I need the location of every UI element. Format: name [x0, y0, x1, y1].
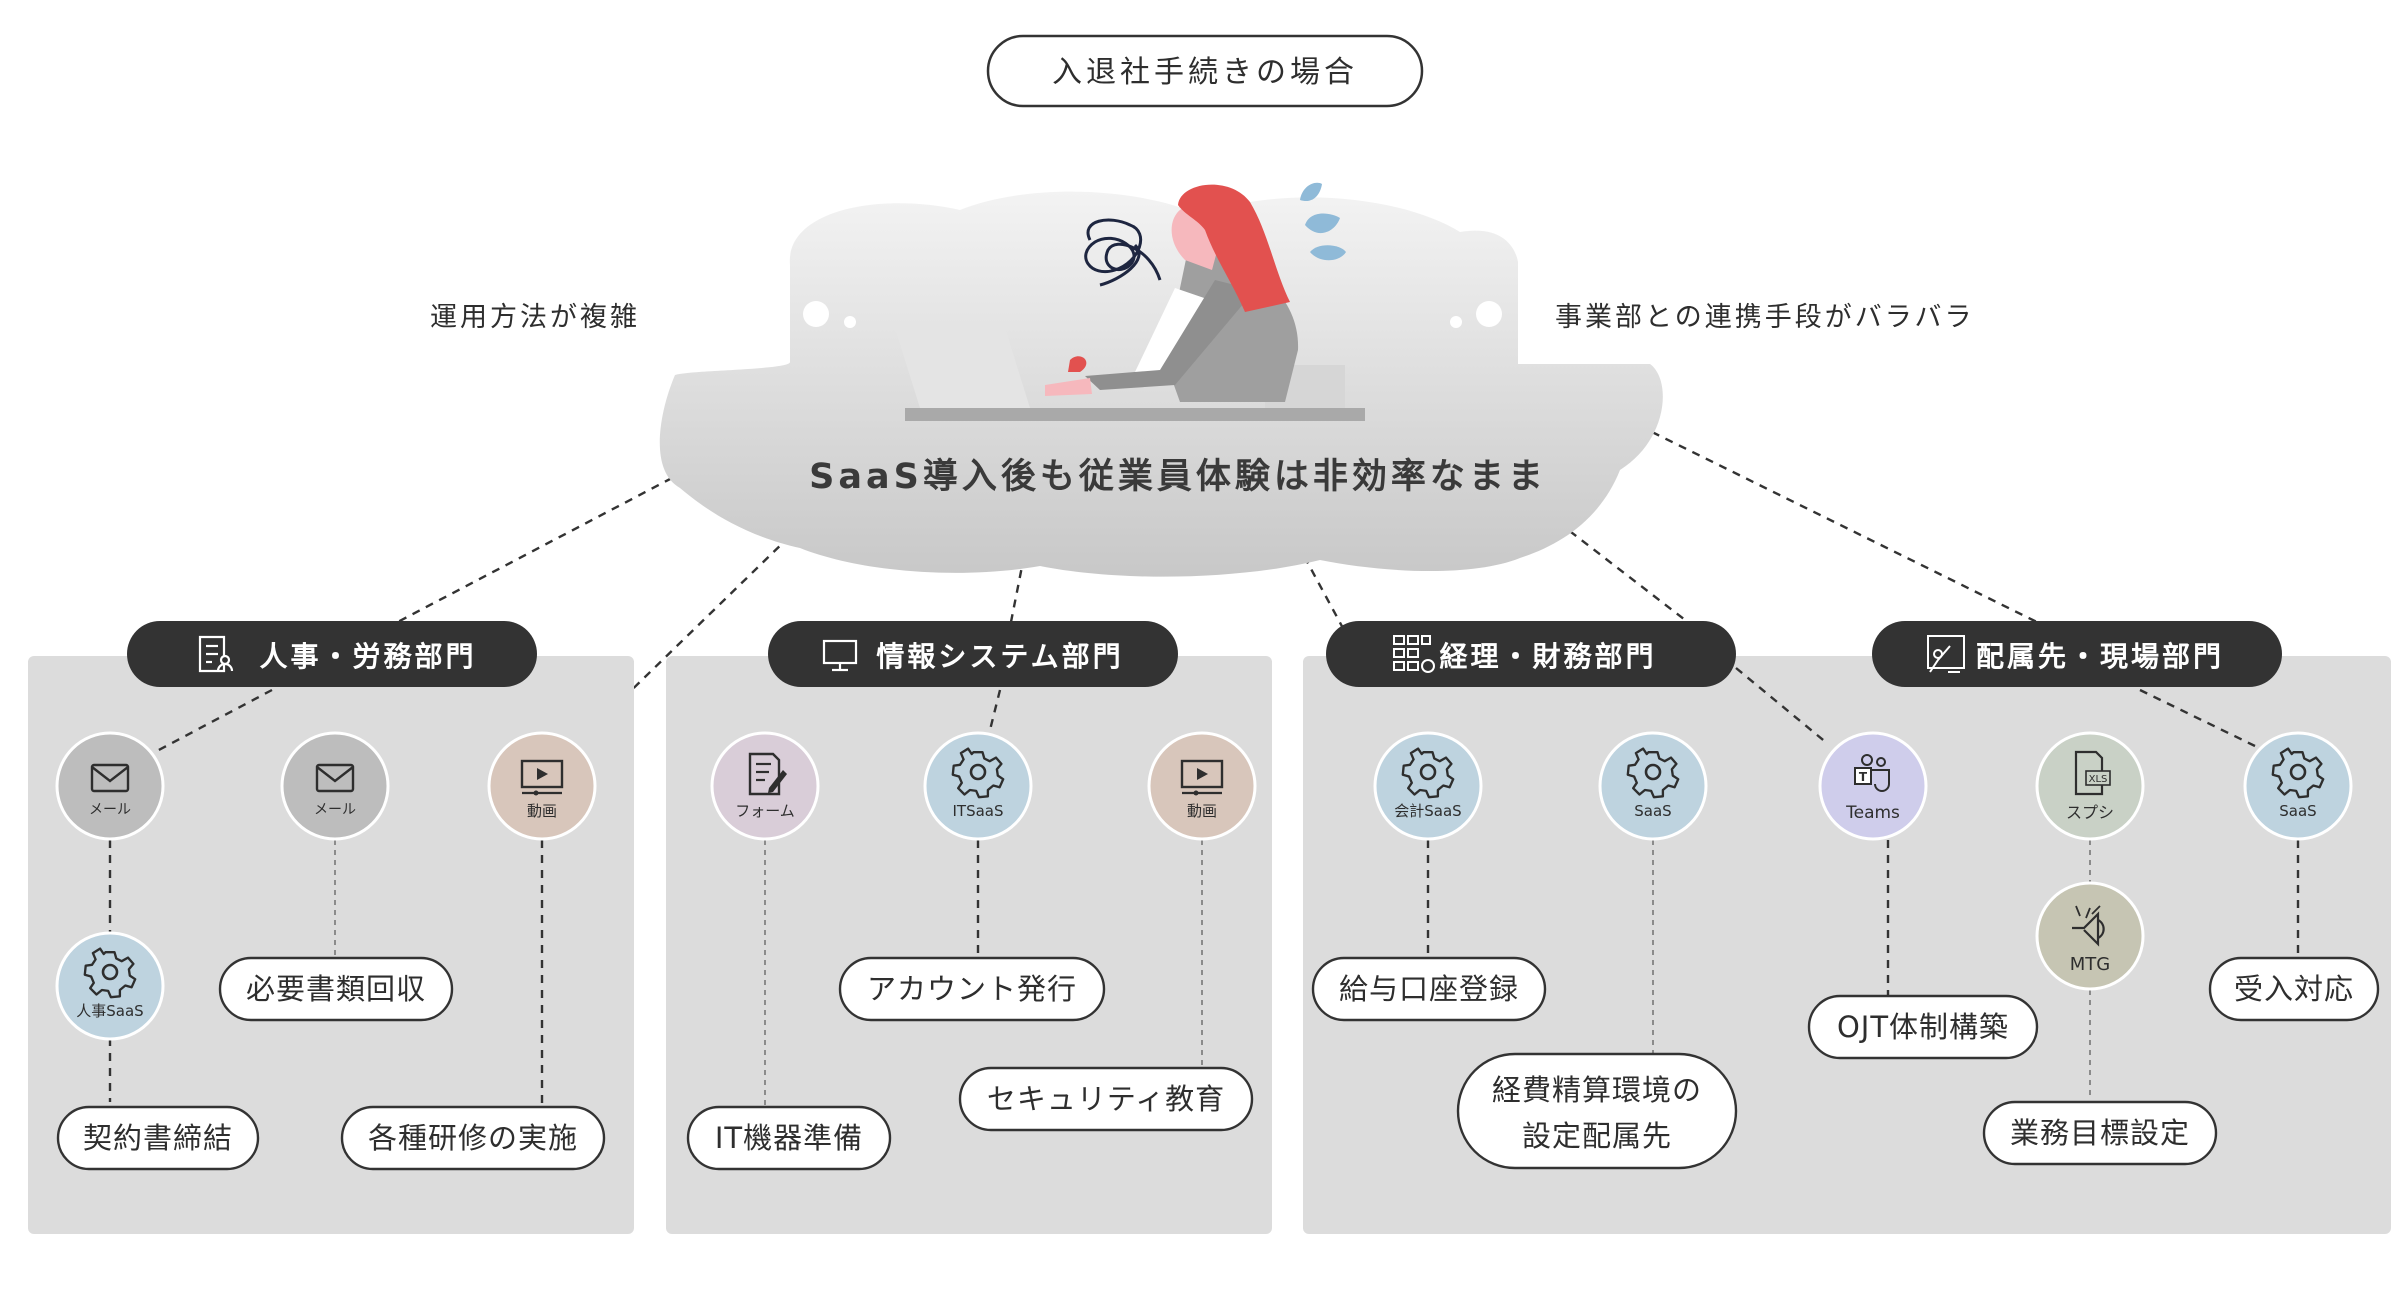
- tool-circle: 動画: [1147, 731, 1257, 841]
- task-pill: 必要書類回収: [218, 956, 454, 1022]
- task-pill: IT機器準備: [686, 1105, 892, 1171]
- task-pill: 経費精算環境の 設定配属先: [1456, 1052, 1738, 1170]
- task-pill: セキュリティ教育: [958, 1066, 1254, 1132]
- task-pill: 受入対応: [2208, 956, 2380, 1022]
- tool-label: メール: [314, 802, 356, 818]
- task-label: セキュリティ教育: [987, 1082, 1225, 1116]
- tool-circle: 会計SaaS: [1373, 731, 1483, 841]
- task-label: 契約書締結: [83, 1121, 233, 1155]
- clipboard-user-icon: [198, 635, 234, 673]
- task-pill: アカウント発行: [838, 956, 1106, 1022]
- tool-circle: 人事SaaS: [55, 931, 165, 1041]
- task-label: 必要書類回収: [246, 972, 426, 1006]
- tool-circle: MTG: [2035, 881, 2145, 991]
- tool-circle: SaaS: [1598, 731, 1708, 841]
- tool-label: SaaS: [2279, 802, 2316, 820]
- task-pill: 契約書締結: [56, 1105, 260, 1171]
- tool-circle: ITSaaS: [923, 731, 1033, 841]
- tool-circle: メール: [55, 731, 165, 841]
- tool-label: フォーム: [735, 802, 795, 820]
- title-pill: 入退社手続きの場合: [986, 34, 1424, 108]
- task-label: 受入対応: [2234, 972, 2354, 1006]
- tool-circle: Teams: [1818, 731, 1928, 841]
- dept-label-field: 配属先・現場部門: [1976, 640, 2224, 673]
- monitor-icon: [822, 639, 858, 672]
- dept-header-finance: 経理・財務部門: [1326, 621, 1736, 687]
- dept-header-it: 情報システム部門: [768, 621, 1178, 687]
- task-label: アカウント発行: [867, 972, 1077, 1006]
- tool-label: SaaS: [1634, 802, 1671, 820]
- task-pill: 各種研修の実施: [340, 1105, 606, 1171]
- task-label: 業務目標設定: [2010, 1116, 2190, 1150]
- dept-label-finance: 経理・財務部門: [1439, 640, 1656, 673]
- tool-circle: スプシ: [2035, 731, 2145, 841]
- task-pill: 給与口座登録: [1311, 956, 1547, 1022]
- tool-label: MTG: [2070, 954, 2110, 975]
- tool-label: スプシ: [2066, 803, 2114, 822]
- cloud-main-text: SaaS導入後も従業員体験は非効率なまま: [809, 457, 1547, 497]
- tool-label: メール: [89, 802, 131, 818]
- dept-header-hr: 人事・労務部門: [127, 621, 537, 687]
- page-title: 入退社手続きの場合: [1052, 55, 1358, 90]
- task-pill: 業務目標設定: [1982, 1100, 2218, 1166]
- tool-circle: フォーム: [710, 731, 820, 841]
- task-label: IT機器準備: [715, 1121, 863, 1155]
- dept-header-field: 配属先・現場部門: [1872, 621, 2282, 687]
- tool-circle: 動画: [487, 731, 597, 841]
- tool-circle: SaaS: [2243, 731, 2353, 841]
- right-problem-label: 事業部との連携手段がバラバラ: [1555, 302, 1974, 333]
- task-label: 経費精算環境の: [1492, 1073, 1702, 1107]
- calculator-icon: [1393, 635, 1435, 673]
- stressed-worker-illustration: [895, 182, 1365, 421]
- task-label: 各種研修の実施: [368, 1121, 578, 1155]
- tool-label: ITSaaS: [952, 802, 1003, 820]
- tool-circle: メール: [280, 731, 390, 841]
- left-problem-label: 運用方法が複雑: [430, 302, 640, 333]
- task-pill: OJT体制構築: [1807, 994, 2039, 1060]
- tool-label: 動画: [1187, 802, 1217, 820]
- task-label: 給与口座登録: [1339, 972, 1519, 1006]
- task-label: OJT体制構築: [1837, 1010, 2009, 1044]
- panel-hr: [28, 656, 634, 1234]
- task-label: 設定配属先: [1522, 1119, 1672, 1153]
- inner-connectors: [108, 667, 2300, 1108]
- presentation-icon: [1927, 635, 1965, 673]
- tool-label: 動画: [527, 802, 557, 820]
- dept-label-it: 情報システム部門: [876, 640, 1123, 673]
- tool-label: 会計SaaS: [1394, 802, 1461, 820]
- tool-label: 人事SaaS: [76, 1002, 143, 1020]
- dept-label-hr: 人事・労務部門: [259, 640, 476, 673]
- tool-label: Teams: [1845, 803, 1900, 823]
